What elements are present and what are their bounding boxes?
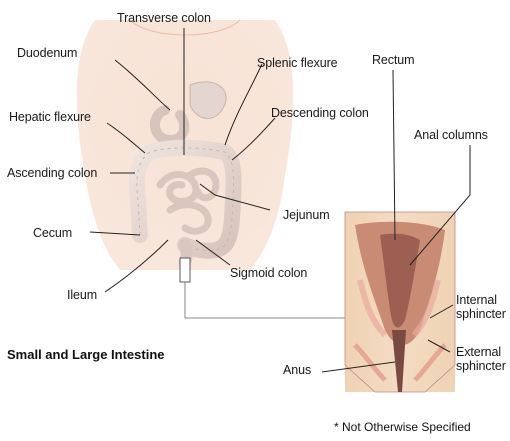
rectum-inset: [345, 212, 455, 392]
label-descending-colon: Descending colon: [271, 106, 369, 120]
label-internal-sphincter-line1: Internal: [456, 293, 497, 307]
label-rectum: Rectum: [372, 53, 414, 67]
label-anal-columns: Anal columns: [414, 128, 488, 142]
label-anus: Anus: [283, 363, 311, 377]
label-cecum: Cecum: [33, 226, 72, 240]
label-duodenum: Duodenum: [17, 46, 77, 60]
figure-title: Small and Large Intestine: [7, 347, 165, 362]
label-ascending-colon: Ascending colon: [7, 166, 97, 180]
label-hepatic-flexure: Hepatic flexure: [9, 110, 91, 124]
label-internal-sphincter-line2: sphincter: [456, 307, 506, 321]
label-transverse-colon: Transverse colon: [117, 11, 211, 25]
label-external-sphincter-line2: sphincter: [456, 359, 506, 373]
footnote: * Not Otherwise Specified: [334, 420, 471, 434]
label-splenic-flexure: Splenic flexure: [257, 56, 338, 70]
label-external-sphincter-line1: External: [456, 345, 501, 359]
label-sigmoid-colon: Sigmoid colon: [230, 266, 307, 280]
label-jejunum: Jejunum: [283, 208, 330, 222]
label-ileum: Ileum: [67, 288, 97, 302]
